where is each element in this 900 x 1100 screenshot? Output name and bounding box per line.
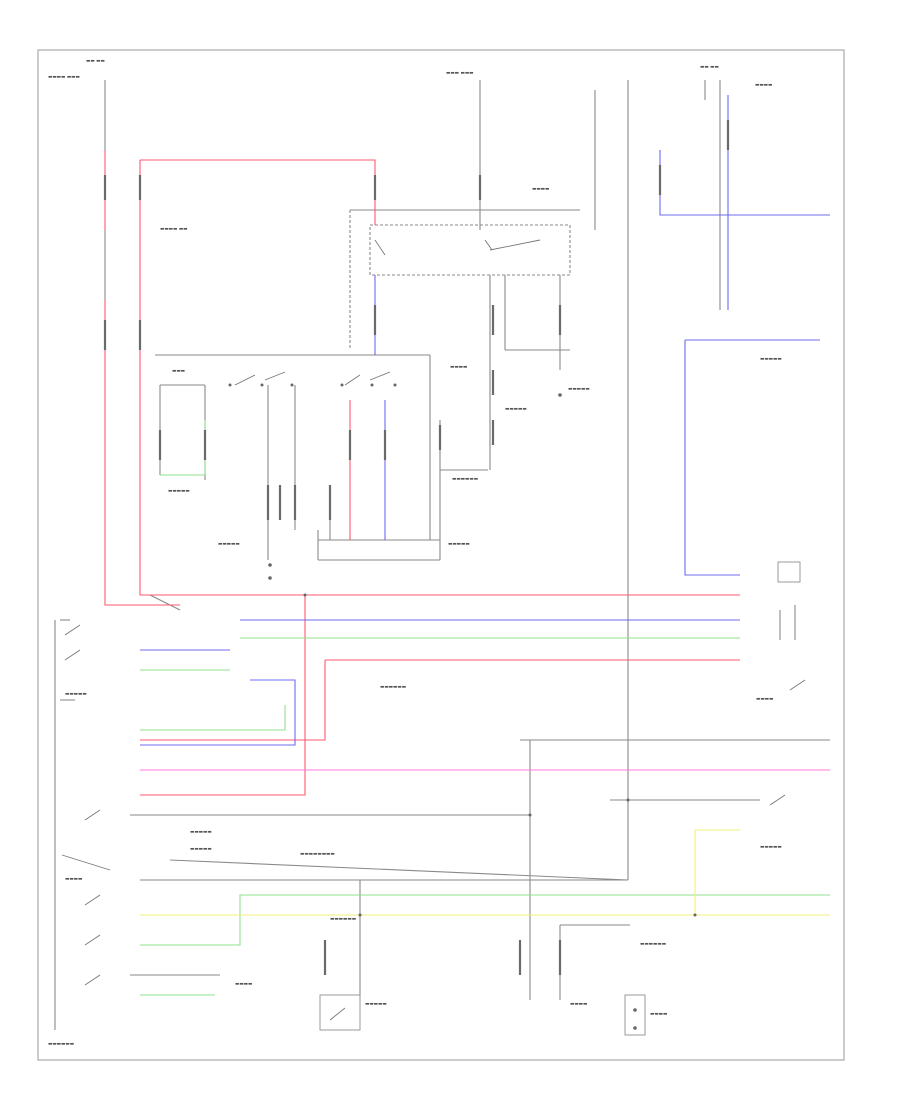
- svg-text:▬▬▬▬▬: ▬▬▬▬▬: [190, 847, 212, 852]
- svg-text:▬▬▬▬: ▬▬▬▬: [755, 83, 772, 88]
- green-wires: [140, 420, 830, 996]
- svg-text:▬▬▬▬ ▬▬▬: ▬▬▬▬ ▬▬▬: [48, 75, 80, 80]
- red-wires: [104, 150, 740, 796]
- connectors: [103, 120, 730, 975]
- svg-text:▬▬▬: ▬▬▬: [172, 369, 185, 374]
- svg-text:▬▬▬▬▬: ▬▬▬▬▬: [365, 1002, 387, 1007]
- svg-text:▬▬▬▬▬: ▬▬▬▬▬: [505, 407, 527, 412]
- svg-text:▬▬▬▬: ▬▬▬▬: [570, 1002, 587, 1007]
- svg-text:▬▬▬▬: ▬▬▬▬: [450, 365, 467, 370]
- svg-text:▬▬▬▬▬: ▬▬▬▬▬: [218, 542, 240, 547]
- components: [60, 239, 806, 1036]
- svg-text:▬▬▬▬▬: ▬▬▬▬▬: [448, 542, 470, 547]
- black-wires: [54, 80, 830, 1030]
- svg-text:▬▬▬ ▬▬▬: ▬▬▬ ▬▬▬: [446, 71, 474, 76]
- svg-text:▬▬▬▬▬: ▬▬▬▬▬: [568, 387, 590, 392]
- svg-text:▬▬▬▬ ▬▬: ▬▬▬▬ ▬▬: [160, 227, 188, 232]
- svg-text:▬▬▬▬: ▬▬▬▬: [650, 1012, 667, 1017]
- svg-text:▬▬▬▬: ▬▬▬▬: [756, 697, 773, 702]
- svg-text:▬▬▬▬▬: ▬▬▬▬▬: [190, 830, 212, 835]
- yellow-wires: [140, 829, 830, 916]
- svg-text:▬▬ ▬▬: ▬▬ ▬▬: [86, 59, 105, 64]
- svg-text:▬▬▬▬▬▬: ▬▬▬▬▬▬: [48, 1042, 74, 1047]
- svg-text:▬▬ ▬▬: ▬▬ ▬▬: [700, 65, 719, 70]
- diagram-frame: [37, 49, 845, 1061]
- svg-text:▬▬▬▬▬: ▬▬▬▬▬: [760, 357, 782, 362]
- svg-text:▬▬▬▬▬: ▬▬▬▬▬: [760, 845, 782, 850]
- svg-text:▬▬▬▬▬▬: ▬▬▬▬▬▬: [640, 942, 666, 947]
- svg-text:▬▬▬▬: ▬▬▬▬: [532, 187, 549, 192]
- blue-wires: [140, 95, 830, 746]
- svg-text:▬▬▬▬▬: ▬▬▬▬▬: [65, 692, 87, 697]
- svg-text:▬▬▬▬▬▬▬▬: ▬▬▬▬▬▬▬▬: [300, 852, 335, 857]
- svg-text:▬▬▬▬▬▬: ▬▬▬▬▬▬: [330, 917, 356, 922]
- svg-text:▬▬▬▬: ▬▬▬▬: [65, 877, 82, 882]
- svg-text:▬▬▬▬▬▬: ▬▬▬▬▬▬: [452, 477, 478, 482]
- svg-text:▬▬▬▬▬▬: ▬▬▬▬▬▬: [380, 685, 406, 690]
- svg-text:▬▬▬▬▬: ▬▬▬▬▬: [168, 489, 190, 494]
- svg-text:▬▬▬▬: ▬▬▬▬: [235, 982, 252, 987]
- component-labels: ▬▬ ▬▬ ▬▬▬▬ ▬▬▬ ▬▬▬ ▬▬▬ ▬▬ ▬▬ ▬▬▬▬ ▬▬▬▬ ▬…: [48, 59, 782, 1047]
